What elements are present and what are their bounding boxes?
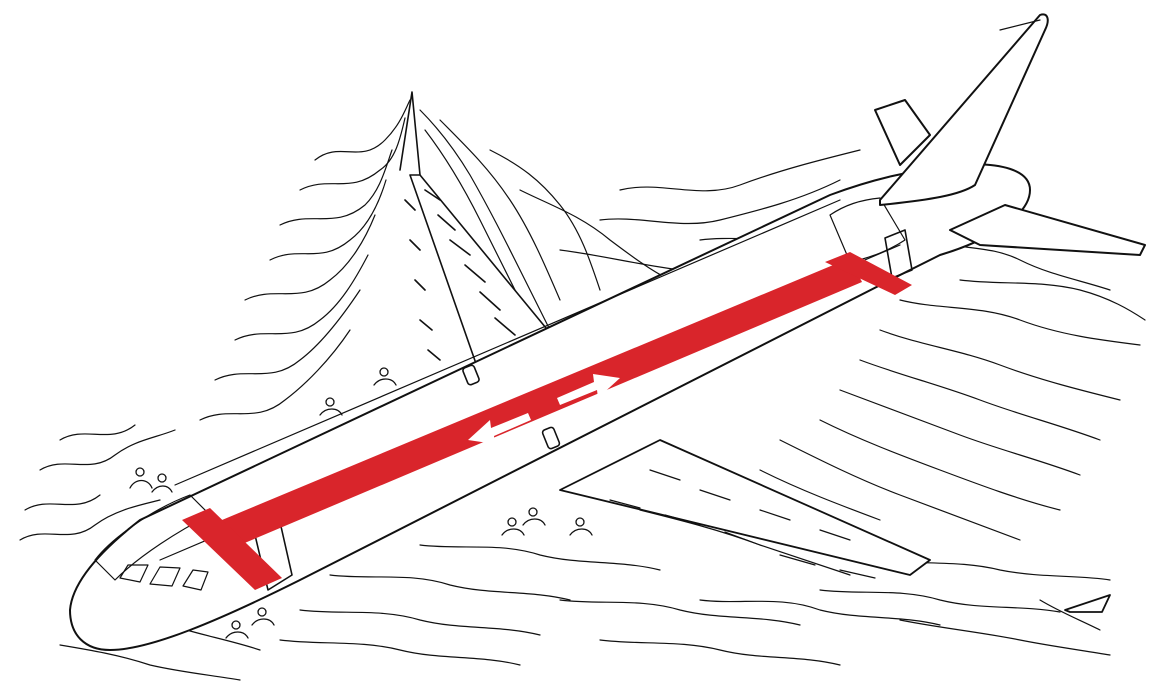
swimmer-icon [130,468,152,488]
swimmer-icon [252,608,274,625]
right-wing [560,440,1110,612]
swimmer-icon [152,474,172,492]
swimmer-icon [570,518,592,535]
swimmer-icon [320,398,342,415]
swimmer-icon [374,368,396,385]
swimmer-icon [226,621,248,638]
swimmer-icon [523,508,545,525]
swimmer-icon [502,518,524,535]
